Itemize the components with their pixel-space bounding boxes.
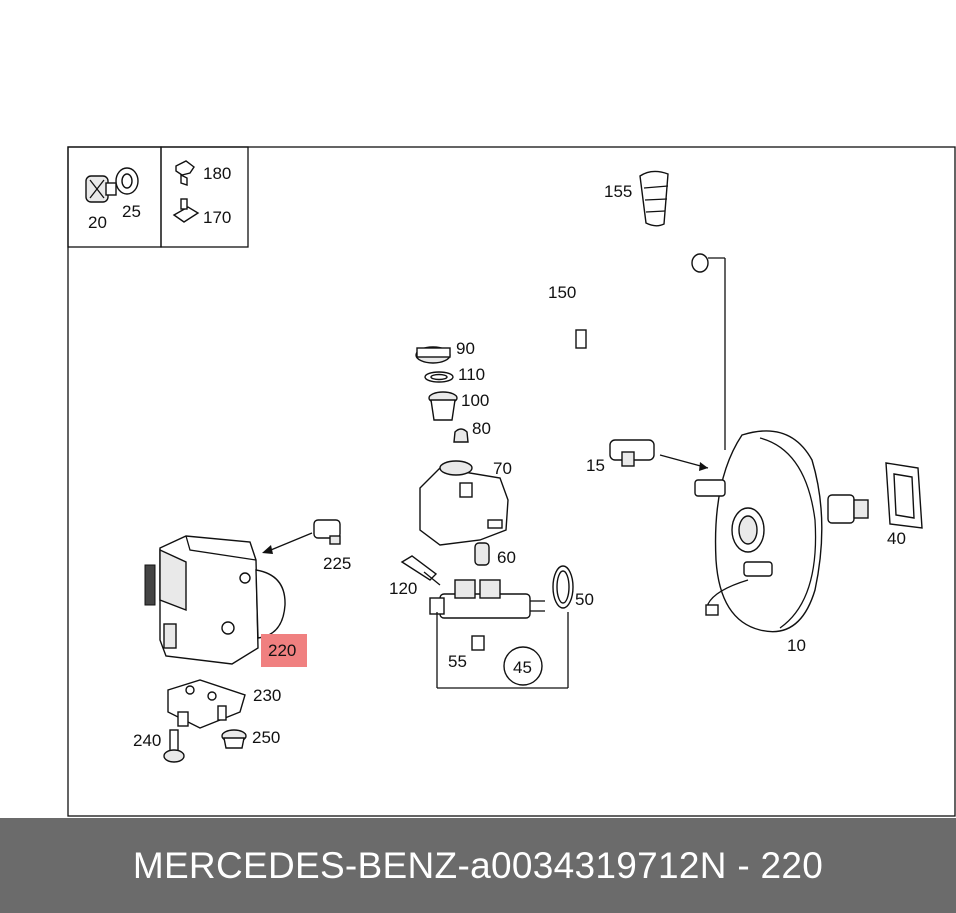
callout-150: 150	[548, 283, 576, 302]
callout-20: 20	[88, 213, 107, 232]
part-100-strainer	[428, 391, 458, 421]
callout-250: 250	[252, 728, 280, 747]
part-80-plug	[453, 428, 469, 443]
footer-text-row: MERCEDES-BENZ - a0034319712 N - 220	[0, 818, 956, 913]
callout-110: 110	[458, 365, 485, 384]
inset-box-right	[160, 146, 249, 248]
part-25-ring	[115, 167, 139, 195]
part-10-brake-booster	[694, 430, 869, 633]
callout-80: 80	[472, 419, 491, 438]
part-240-bolt	[163, 729, 185, 763]
part-number: a0034319712	[470, 844, 700, 886]
callout-220: 220	[268, 641, 296, 660]
callout-10: 10	[787, 636, 806, 655]
part-150-vacuum-line	[575, 230, 726, 450]
callout-240: 240	[133, 731, 161, 750]
callout-15: 15	[586, 456, 605, 475]
diagram-frame	[67, 146, 956, 817]
part-15-sensor	[609, 439, 709, 471]
callout-25: 25	[122, 202, 141, 221]
callout-40: 40	[887, 529, 906, 548]
footer-separator: -	[457, 844, 471, 886]
part-170-clip	[172, 198, 200, 223]
inset-box-left	[67, 146, 162, 248]
callout-50: 50	[575, 590, 594, 609]
part-70-reservoir	[419, 460, 509, 546]
part-230-bracket	[167, 679, 246, 729]
part-250-grommet	[221, 729, 247, 749]
highlight-220	[261, 634, 307, 667]
part-40-gasket	[885, 462, 923, 529]
part-155-grommet	[639, 170, 669, 227]
callout-55: 55	[448, 652, 467, 671]
part-60-grommet	[474, 542, 490, 566]
callout-100: 100	[461, 391, 489, 410]
callout-45: 45	[513, 658, 532, 677]
part-180-clip	[175, 160, 195, 186]
callout-70: 70	[493, 459, 512, 478]
callout-170: 170	[203, 208, 231, 227]
callout-230: 230	[253, 686, 281, 705]
part-50-oring	[552, 565, 574, 609]
callout-120: 120	[389, 579, 417, 598]
callout-60: 60	[497, 548, 516, 567]
callout-180: 180	[203, 164, 231, 183]
part-90-cap	[415, 346, 451, 364]
callout-bracket-45	[436, 612, 569, 689]
parts-diagram: 20 25 180 170 155 150 90 110 100 80 70 1…	[67, 146, 956, 817]
callout-155: 155	[604, 182, 632, 201]
part-45-master-cylinder	[429, 579, 545, 651]
callout-225: 225	[323, 554, 351, 573]
part-info-footer: MERCEDES-BENZ - a0034319712 N - 220	[0, 818, 956, 913]
part-220-abs-unit	[144, 535, 286, 665]
part-225-sensor	[262, 519, 341, 554]
part-20-plug	[85, 175, 117, 203]
part-110-seal	[424, 371, 454, 383]
position-code: N - 220	[699, 844, 824, 886]
callout-90: 90	[456, 339, 475, 358]
part-120-bolt	[400, 555, 441, 586]
brand-name: MERCEDES-BENZ	[132, 844, 458, 886]
